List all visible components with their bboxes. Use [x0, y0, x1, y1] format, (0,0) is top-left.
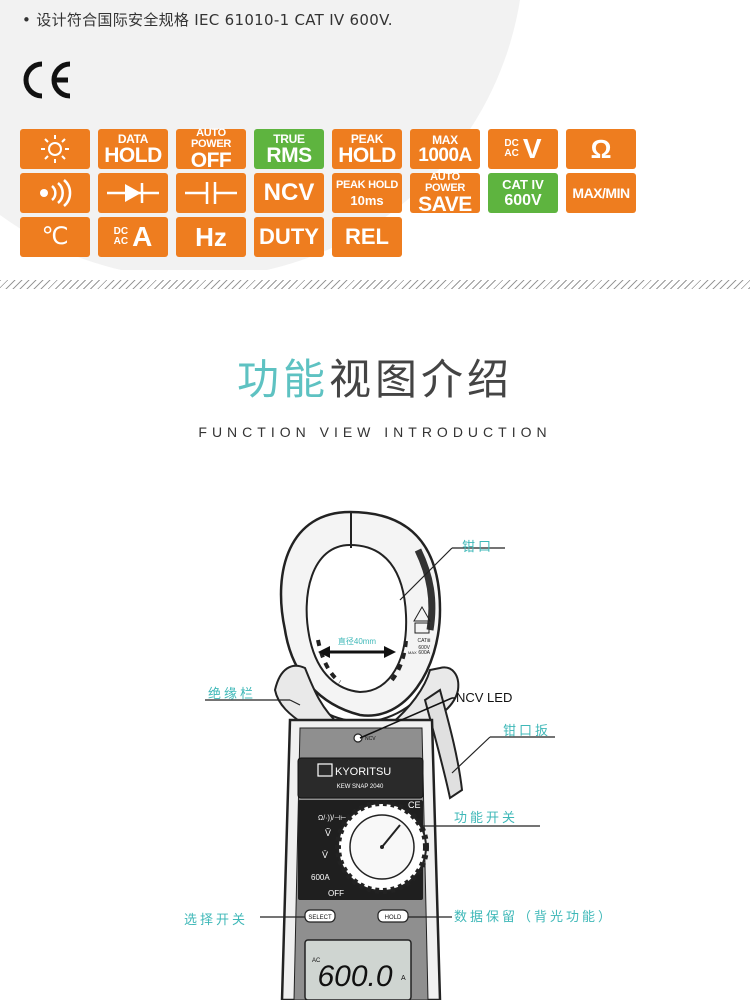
ncv-body-label: NCV	[365, 736, 376, 742]
callout-function-switch: 功能开关	[454, 811, 519, 826]
badge-line: REL	[345, 224, 389, 249]
lcd-mode: AC	[312, 958, 321, 964]
badge-line: Ω	[590, 134, 612, 164]
badge-dcac-a: DC AC A	[98, 217, 168, 257]
badge-temperature: ℃	[20, 217, 90, 257]
badge-max-1000a: MAX 1000A	[410, 129, 480, 169]
badge-diode	[98, 173, 168, 213]
callout-jaw: 钳口	[462, 540, 495, 555]
badge-line: AUTO POWER	[190, 126, 232, 150]
badge-line: MAX/MIN	[572, 185, 630, 201]
badge-line: AC	[504, 148, 519, 159]
diode-icon	[107, 183, 159, 203]
badge-line: Hz	[195, 222, 227, 252]
badge-line: AC	[113, 236, 129, 247]
badge-rel: REL	[332, 217, 402, 257]
section-title: 功能视图介绍	[0, 346, 750, 407]
badge-line: 600V	[504, 191, 542, 209]
badge-dcac-v: DC AC V	[488, 129, 558, 169]
badge-line: 10ms	[350, 192, 384, 208]
bullet: •	[22, 11, 32, 29]
dial-v-ac-label: Ṽ	[325, 828, 331, 838]
lcd-unit: A	[401, 975, 406, 982]
lcd-value: 600.0	[317, 960, 392, 993]
badge-ohm: Ω	[566, 129, 636, 169]
badge-max-min: MAX/MIN	[566, 173, 636, 213]
dial-off-label: OFF	[328, 889, 344, 898]
badge-line: DUTY	[259, 224, 319, 249]
badge-hz: Hz	[176, 217, 246, 257]
badge-line: RMS	[266, 143, 312, 167]
badge-true-rms: TRUE RMS	[254, 129, 324, 169]
dial-600a-label: 600A	[311, 873, 330, 882]
cat-600a: 600A	[418, 650, 430, 656]
badge-line: AUTO POWER	[424, 170, 466, 194]
badge-line: V	[522, 133, 542, 164]
buzzer-icon	[40, 179, 72, 207]
section-subtitle: FUNCTION VIEW INTRODUCTION	[198, 424, 552, 440]
callout-ncv-led: NCV LED	[456, 690, 513, 705]
badge-capacitance	[176, 173, 246, 213]
callout-insulation: 绝缘栏	[208, 687, 257, 702]
badge-ncv: NCV	[254, 173, 324, 213]
ce-mark-logo	[23, 61, 71, 99]
badge-line: ℃	[41, 223, 69, 250]
clamp-meter-illustration: 直径40mm CATⅢ 600V MAX 600A NCV KYORITSU K…	[205, 510, 555, 1000]
brand-label: KYORITSU	[335, 766, 391, 778]
badge-line: HOLD	[338, 143, 396, 167]
badge-data-hold: DATA HOLD	[98, 129, 168, 169]
badge-line: PEAK HOLD	[335, 178, 399, 191]
cat-max: MAX	[408, 650, 417, 655]
callout-hold: 数据保留（背光功能）	[454, 910, 615, 925]
badge-backlight	[20, 129, 90, 169]
badge-line: HOLD	[104, 143, 162, 167]
badge-line: MAX	[432, 132, 458, 147]
cat-600v: 600V	[418, 645, 430, 651]
dial-v-dc-label: V̄	[322, 850, 328, 860]
badge-line: DC	[113, 226, 129, 237]
badge-peak-hold-10ms: PEAK HOLD 10ms	[332, 173, 402, 213]
safety-spec-text: • 设计符合国际安全规格 IEC 61010-1 CAT IV 600V.	[22, 9, 393, 30]
hatched-divider	[0, 280, 750, 289]
badge-line: PEAK	[350, 131, 384, 146]
section-title-accent: 功能	[236, 355, 329, 404]
section-title-rest: 视图介绍	[329, 355, 514, 404]
capacitor-icon	[185, 182, 237, 204]
dcac-stack: DC AC	[504, 139, 518, 159]
badge-line: SAVE	[418, 192, 472, 216]
cat-label: CATⅢ	[417, 638, 430, 644]
badge-line: 1000A	[418, 144, 472, 166]
callout-trigger: 钳口扳	[503, 724, 552, 739]
hold-button-label: HOLD	[385, 915, 402, 921]
callout-select: 选择开关	[184, 913, 249, 928]
badge-auto-power-save: AUTO POWER SAVE	[410, 170, 480, 216]
badge-line: A	[132, 221, 153, 252]
badge-line: CAT IV	[502, 176, 544, 192]
badge-line: NCV	[263, 179, 315, 206]
jaw-diameter-label: 直径40mm	[338, 636, 377, 646]
badge-peak-hold: PEAK HOLD	[332, 129, 402, 169]
select-button-label: SELECT	[308, 915, 332, 921]
device-ce-label: CE	[408, 800, 421, 810]
badge-line: TRUE	[273, 131, 305, 146]
badge-continuity	[20, 173, 90, 213]
dcac-stack: DC AC	[114, 227, 128, 247]
sun-icon	[41, 135, 69, 163]
badge-line: OFF	[190, 148, 232, 172]
dial-ohm-label: Ω/·))/⊣⊢	[318, 815, 346, 822]
badge-line: DATA	[117, 131, 149, 146]
badge-duty: DUTY	[254, 217, 324, 257]
model-label: KEW SNAP 2040	[337, 784, 384, 790]
badge-line: DC	[504, 138, 519, 149]
badge-auto-power-off: AUTO POWER OFF	[176, 126, 246, 172]
badge-cat-iv-600v: CAT IV 600V	[488, 173, 558, 213]
safety-text: 设计符合国际安全规格 IEC 61010-1 CAT IV 600V.	[36, 11, 393, 29]
